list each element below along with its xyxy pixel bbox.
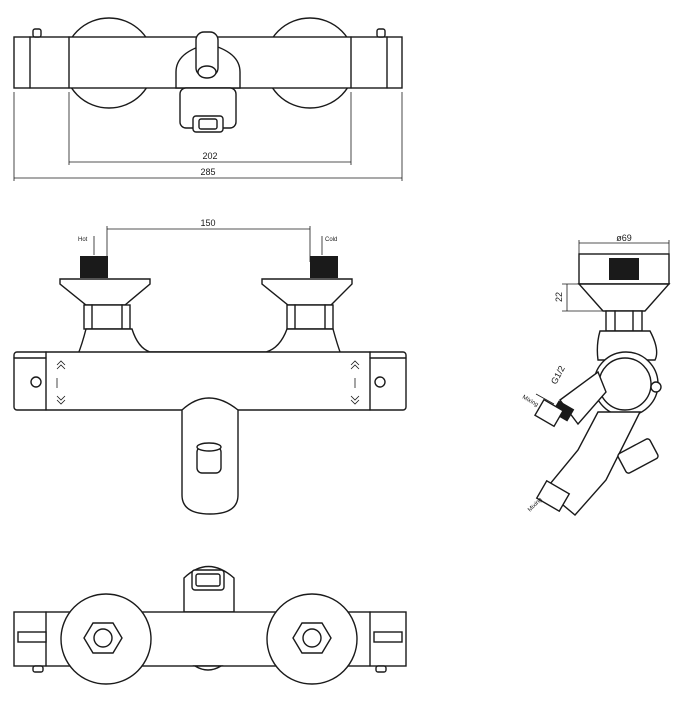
cold-inlet-thread [310,256,338,278]
dim-height-label: 22 [554,292,564,302]
dim-diameter-label: ø69 [616,233,632,243]
dim-150-label: 150 [200,218,215,228]
side-inlet-thread [609,258,639,280]
side-lower-body [544,411,642,516]
cold-flange [261,278,353,306]
label-cold: Cold [325,237,337,243]
thread-label: G1/2 [549,364,567,386]
top-view: 202 285 [13,17,403,181]
side-view: ø69 22 G1/2 Mixing Mixing [521,233,671,516]
bottom-view [13,565,407,685]
hot-inlet-thread [80,256,108,278]
dim-202-label: 202 [202,151,217,161]
front-view: 150 Hot Cold [13,218,407,515]
hot-flange [59,278,151,306]
label-hot: Hot [78,237,88,243]
dim-285-label: 285 [200,167,215,177]
outlet-label-upper: Mixing [521,395,539,409]
outlet-label-lower: Mixing [527,497,544,514]
